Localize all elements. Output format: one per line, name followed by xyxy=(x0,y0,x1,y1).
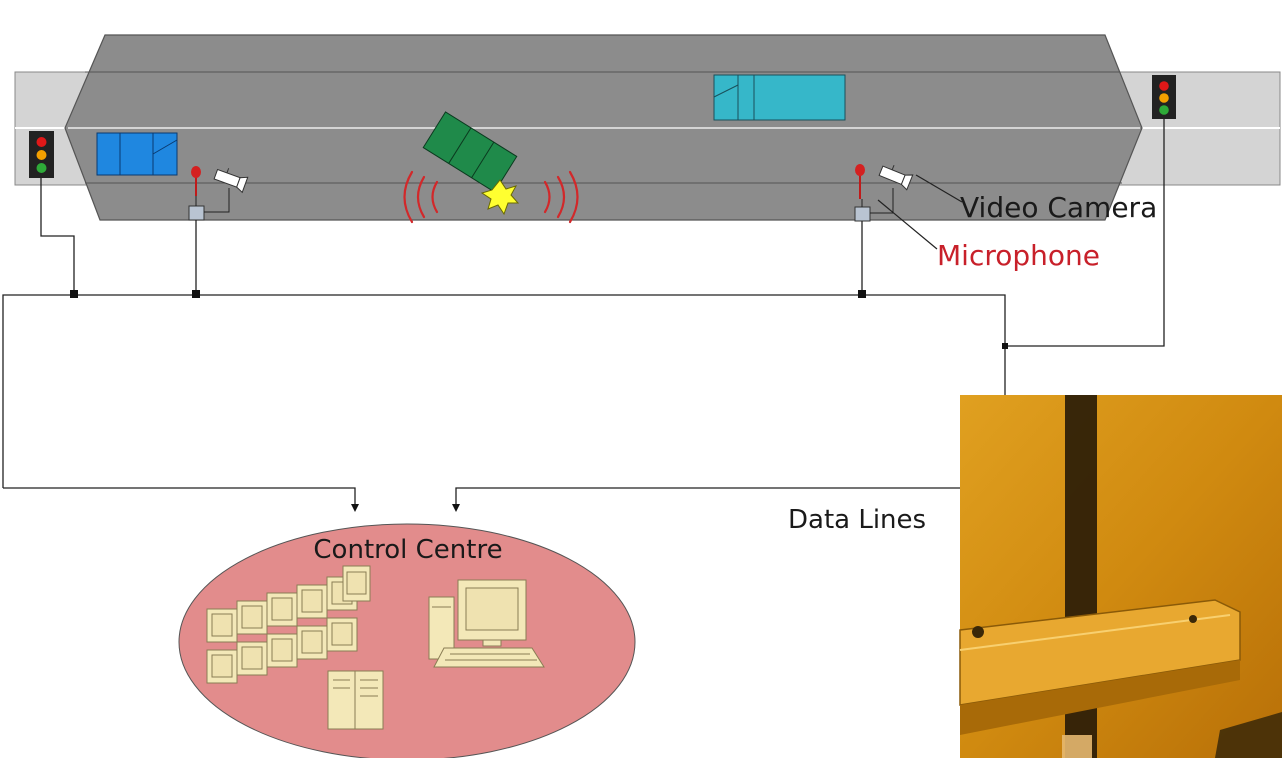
microphone-label: Microphone xyxy=(937,239,1100,272)
computer-icon xyxy=(428,579,545,668)
tunnel-wall-photo xyxy=(959,395,1282,758)
control-centre-label: Control Centre xyxy=(313,535,502,565)
tunnel xyxy=(64,34,1143,221)
green-vehicle xyxy=(422,111,518,193)
video-camera-icon xyxy=(213,168,249,194)
video-wall-icon xyxy=(206,565,371,684)
video-camera-label: Video Camera xyxy=(960,191,1157,224)
sensor-unit-right xyxy=(854,164,914,222)
sensor-unit-left xyxy=(188,166,249,221)
microphone-icon xyxy=(855,164,865,199)
data-lines-label: Data Lines xyxy=(788,505,926,535)
junction-nodes xyxy=(70,290,1008,349)
traffic-light-icon xyxy=(1152,75,1176,119)
blue-vehicle xyxy=(96,132,178,176)
teal-vehicle xyxy=(713,74,846,121)
sound-waves xyxy=(403,170,579,224)
video-camera-leader xyxy=(915,174,963,203)
traffic-light-icon xyxy=(29,131,54,178)
microphone-icon xyxy=(191,166,201,196)
collision-icon xyxy=(480,179,520,216)
video-camera-icon xyxy=(878,165,914,191)
data-arrows xyxy=(351,504,460,512)
control-centre xyxy=(178,523,636,758)
microphone-leader xyxy=(877,199,938,250)
server-icon xyxy=(327,670,384,730)
